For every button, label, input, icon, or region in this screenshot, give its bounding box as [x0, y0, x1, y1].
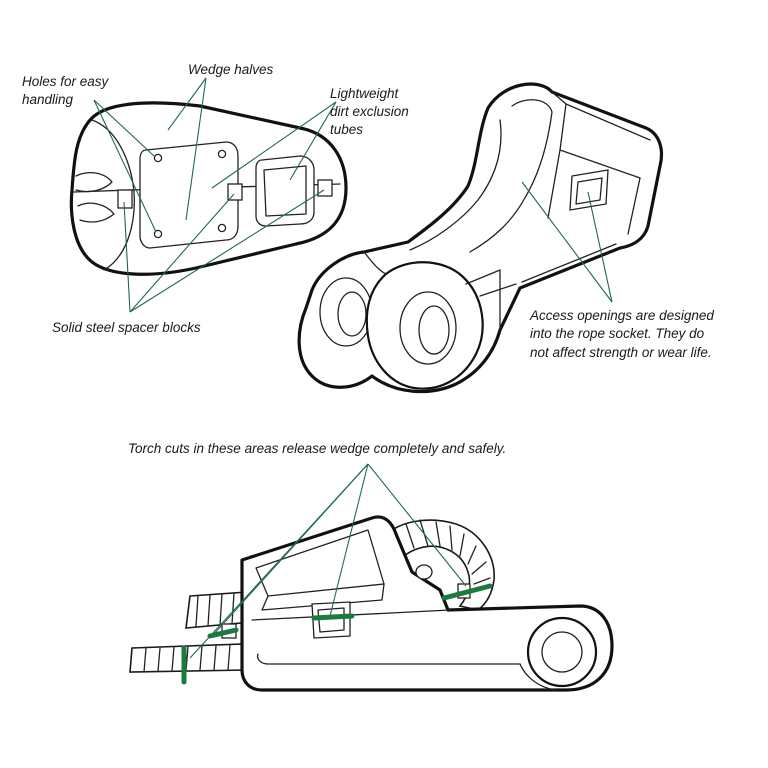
label-wedge-halves: Wedge halves [188, 62, 274, 77]
rope-socket-illustration [297, 82, 664, 394]
label-dirt-tubes-line2: dirt exclusion [330, 104, 409, 119]
torch-cut-marks [181, 583, 493, 685]
cut-mark [207, 627, 239, 639]
leader-lines [93, 77, 613, 659]
label-holes-line1: Holes for easy [22, 74, 110, 89]
label-spacer-blocks: Solid steel spacer blocks [52, 320, 201, 335]
label-holes-line2: handling [22, 92, 74, 107]
wedge-illustration [69, 101, 348, 276]
label-access-line3: not affect strength or wear life. [530, 345, 712, 360]
cut-mark [441, 583, 493, 601]
label-dirt-tubes-line3: tubes [330, 122, 363, 137]
cut-mark [311, 613, 355, 621]
labels: Holes for easy handling Wedge halves Lig… [22, 62, 714, 456]
label-torch-cuts: Torch cuts in these areas release wedge … [128, 441, 506, 456]
label-access-line1: Access openings are designed [529, 308, 714, 323]
bottom-socket-illustration [129, 515, 614, 692]
label-dirt-tubes-line1: Lightweight [330, 86, 400, 101]
label-access-line2: into the rope socket. They do [530, 326, 705, 341]
